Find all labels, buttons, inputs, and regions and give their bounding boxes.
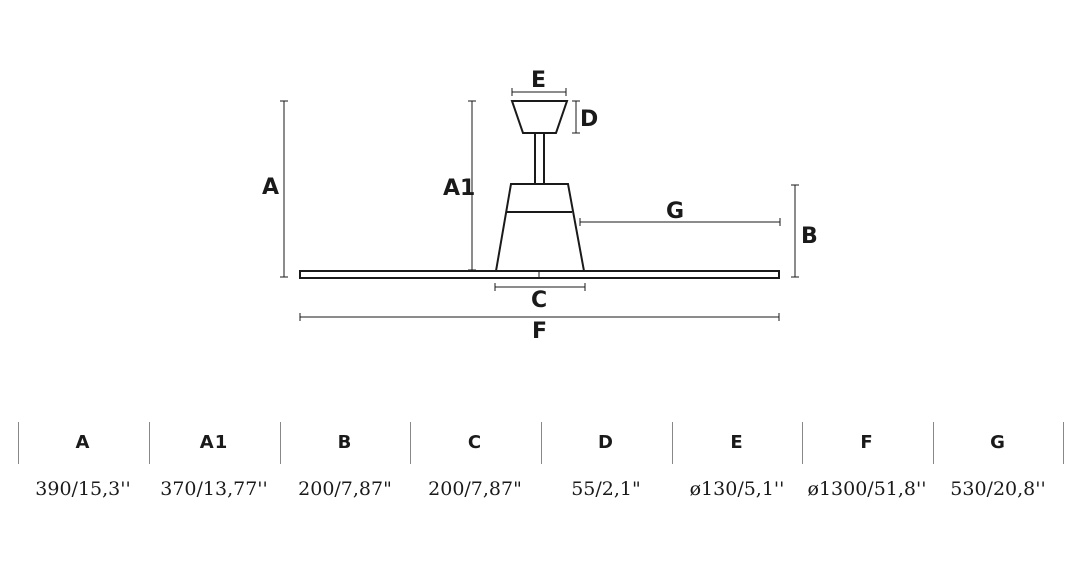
- dimension-b-label: B: [801, 224, 818, 249]
- column-divider: [149, 422, 150, 464]
- motor-housing: [494, 183, 586, 272]
- column-divider: [280, 422, 281, 464]
- column-g-header: G: [990, 432, 1006, 453]
- column-e-value: ø130/5,1'': [689, 478, 785, 500]
- column-divider: [1063, 422, 1064, 464]
- column-g: G 530/20,8'': [933, 420, 1063, 510]
- downrod: [534, 132, 545, 185]
- dimension-a: A: [262, 100, 288, 278]
- dimension-d-label: D: [580, 107, 598, 132]
- ceiling-canopy: [510, 100, 569, 134]
- column-e-header: E: [730, 432, 744, 453]
- column-f-value: ø1300/51,8'': [807, 478, 927, 500]
- column-b-value: 200/7,87": [298, 478, 392, 500]
- dimension-e-label: E: [531, 68, 546, 93]
- column-a: A 390/15,3'': [18, 420, 148, 510]
- column-e: E ø130/5,1'': [672, 420, 802, 510]
- column-f-header: F: [860, 432, 874, 453]
- dimension-f: F: [299, 313, 780, 344]
- dimension-c: C: [494, 283, 586, 313]
- column-a1-value: 370/13,77'': [160, 478, 268, 500]
- column-d: D 55/2,1": [541, 420, 671, 510]
- column-d-value: 55/2,1": [571, 478, 641, 500]
- column-b: B 200/7,87": [280, 420, 410, 510]
- dimension-g: G: [579, 199, 781, 226]
- dimension-c-label: C: [531, 288, 547, 313]
- column-a-value: 390/15,3'': [35, 478, 131, 500]
- column-a1: A1 370/13,77'': [149, 420, 279, 510]
- dimension-e: E: [511, 68, 567, 96]
- column-g-value: 530/20,8'': [950, 478, 1046, 500]
- column-c: C 200/7,87": [410, 420, 540, 510]
- dimensions-table: A 390/15,3'' A1 370/13,77'' B 200/7,87" …: [18, 420, 1064, 510]
- dimension-a1-label: A1: [443, 176, 475, 201]
- dimension-f-label: F: [532, 319, 547, 344]
- column-divider: [18, 422, 19, 464]
- dimension-a-label: A: [262, 175, 279, 200]
- ceiling-fan-drawing: [299, 100, 780, 279]
- dimension-a1: A1: [443, 100, 476, 271]
- dimension-g-label: G: [666, 199, 684, 224]
- dimension-d: D: [572, 100, 598, 134]
- dimension-b: B: [791, 184, 818, 278]
- column-divider: [933, 422, 934, 464]
- column-d-header: D: [598, 432, 614, 453]
- column-f: F ø1300/51,8'': [802, 420, 932, 510]
- column-divider: [672, 422, 673, 464]
- column-a1-header: A1: [199, 432, 229, 453]
- column-a-header: A: [75, 432, 91, 453]
- column-c-value: 200/7,87": [428, 478, 522, 500]
- column-divider: [541, 422, 542, 464]
- column-c-header: C: [467, 432, 483, 453]
- column-divider: [802, 422, 803, 464]
- column-divider: [410, 422, 411, 464]
- column-b-header: B: [337, 432, 353, 453]
